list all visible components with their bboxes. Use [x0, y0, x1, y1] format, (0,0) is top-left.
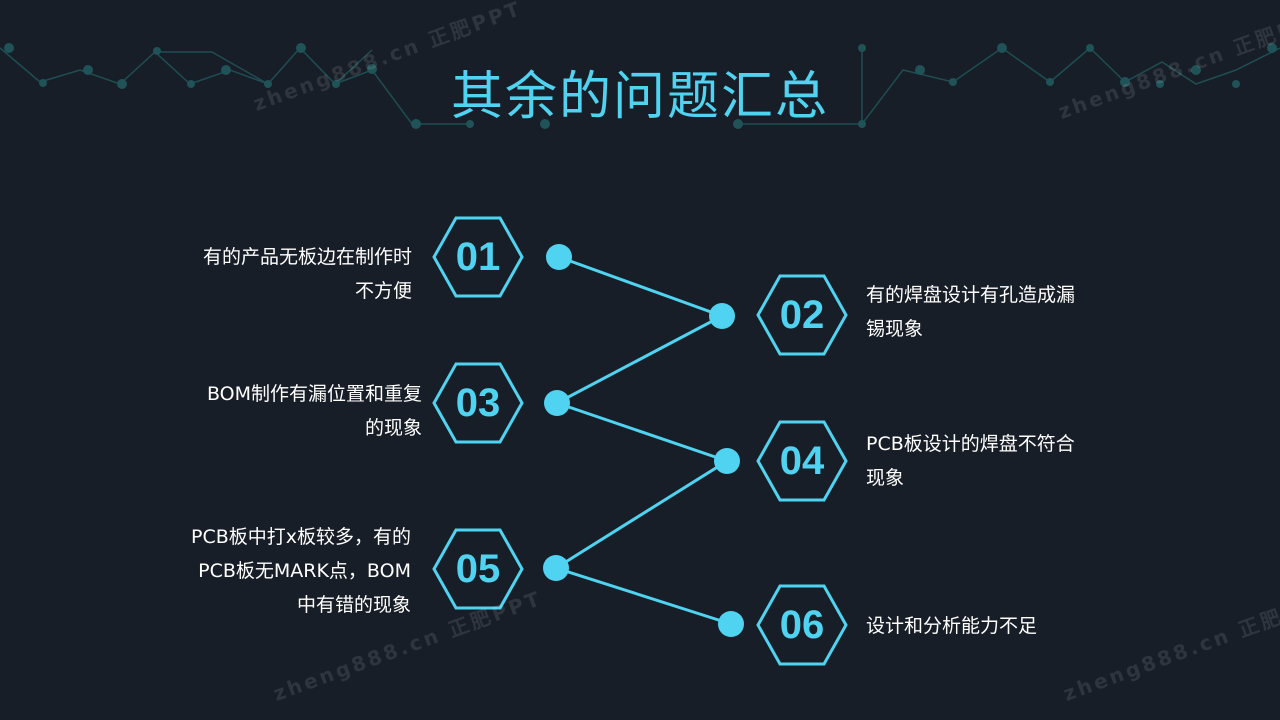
item-number-05: 05 [455, 546, 501, 591]
item-text-line: PCB板设计的焊盘不符合 [866, 433, 1075, 455]
item-text-line: BOM制作有漏位置和重复 [206, 383, 422, 405]
item-number-03: 03 [455, 380, 501, 425]
item-text-line: 不方便 [354, 280, 412, 302]
item-number-02: 02 [779, 292, 825, 337]
circuit-nodes-left [4, 43, 550, 129]
item-number-04: 04 [779, 438, 825, 483]
hexagon-05 [432, 528, 524, 610]
item-text-02: 有的焊盘设计有孔造成漏 锡现象 [866, 278, 1075, 346]
item-text-line: PCB板无MARK点，BOM [198, 560, 411, 582]
connector-dots [543, 244, 744, 637]
item-text-line: 现象 [866, 467, 905, 489]
dot-01 [546, 244, 572, 270]
item-text-line: 有的焊盘设计有孔造成漏 [866, 284, 1076, 306]
page-title: 其余的问题汇总 [450, 67, 829, 127]
dot-03 [544, 390, 570, 416]
item-text-line: 锡现象 [866, 318, 924, 340]
item-text-line: 有的产品无板边在制作时 [202, 246, 412, 268]
dot-05 [543, 555, 569, 581]
dot-06 [718, 611, 744, 637]
item-number-06: 06 [779, 602, 825, 647]
item-text-06: 设计和分析能力不足 [866, 609, 1037, 643]
dot-04 [714, 448, 740, 474]
item-number-01: 01 [455, 234, 501, 279]
item-text-line: 中有错的现象 [296, 594, 411, 616]
hexagon-03 [432, 362, 524, 444]
hexagon-02 [756, 274, 848, 356]
item-text-05: PCB板中打x板较多，有的 PCB板无MARK点，BOM 中有错的现象 [191, 520, 411, 622]
item-text-04: PCB板设计的焊盘不符合 现象 [866, 427, 1075, 495]
item-text-01: 有的产品无板边在制作时 不方便 [203, 240, 412, 308]
item-text-03: BOM制作有漏位置和重复 的现象 [207, 377, 422, 445]
circuit-nodes-right [733, 43, 1277, 129]
item-text-line: 设计和分析能力不足 [866, 615, 1038, 637]
dot-02 [709, 303, 735, 329]
connector-line [552, 255, 732, 626]
hexagon-04 [756, 420, 848, 502]
hexagon-01 [432, 216, 524, 298]
item-text-line: 的现象 [364, 417, 422, 439]
item-text-line: PCB板中打x板较多，有的 [190, 526, 411, 548]
hexagon-06 [756, 584, 848, 666]
